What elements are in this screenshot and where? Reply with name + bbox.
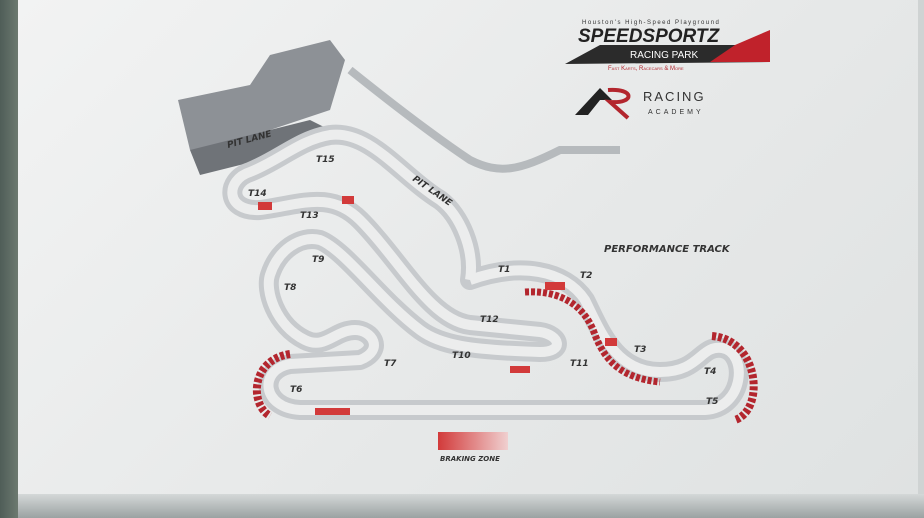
turn-label: T6 [290,385,302,395]
track-surface [227,129,744,415]
turn-label: T11 [570,359,589,369]
turn-label: T7 [384,359,397,369]
turn-label: T2 [580,271,592,281]
braking-zone-swatch [438,432,508,450]
paddock-area [178,40,345,150]
turn-label: T1 [498,265,510,275]
turn-label: T3 [634,345,646,355]
ar-academy-logo: AR RACING ACADEMY [575,87,706,120]
pit-lane-area [190,120,330,175]
marker-tray [18,494,924,518]
speedsportz-logo: Houston's High-Speed Playground SPEEDSPO… [565,20,770,72]
track-title: PERFORMANCE TRACK [604,244,731,255]
braking-zone-label: BRAKING ZONE [440,455,500,463]
turn-label: T9 [312,255,324,265]
svg-text:RACING PARK: RACING PARK [630,50,698,61]
svg-text:RACING: RACING [643,89,706,104]
svg-text:ACADEMY: ACADEMY [648,109,704,116]
turn-label: T4 [704,367,716,377]
svg-text:Houston's High-Speed Playgroun: Houston's High-Speed Playground [582,20,720,26]
braking-zone-t15 [342,196,354,204]
svg-text:SPEEDSPORTZ: SPEEDSPORTZ [578,26,721,47]
turn-label: T15 [316,155,335,165]
svg-text:Fast Karts, Racecars & More: Fast Karts, Racecars & More [608,66,684,72]
braking-zone-t6 [315,408,350,415]
turn-label: T10 [452,351,471,361]
braking-zone-t3 [605,338,617,346]
turn-label: T5 [706,397,718,407]
turn-label: T13 [300,211,319,221]
access-road [347,66,620,173]
turn-label: T8 [284,283,296,293]
turn-label: T12 [480,315,499,325]
turn-label: T14 [248,189,267,199]
kerb-t4 [711,332,758,424]
braking-zone-t14 [258,202,272,210]
braking-zone-t11 [510,366,530,373]
braking-zone-t1 [545,282,565,290]
